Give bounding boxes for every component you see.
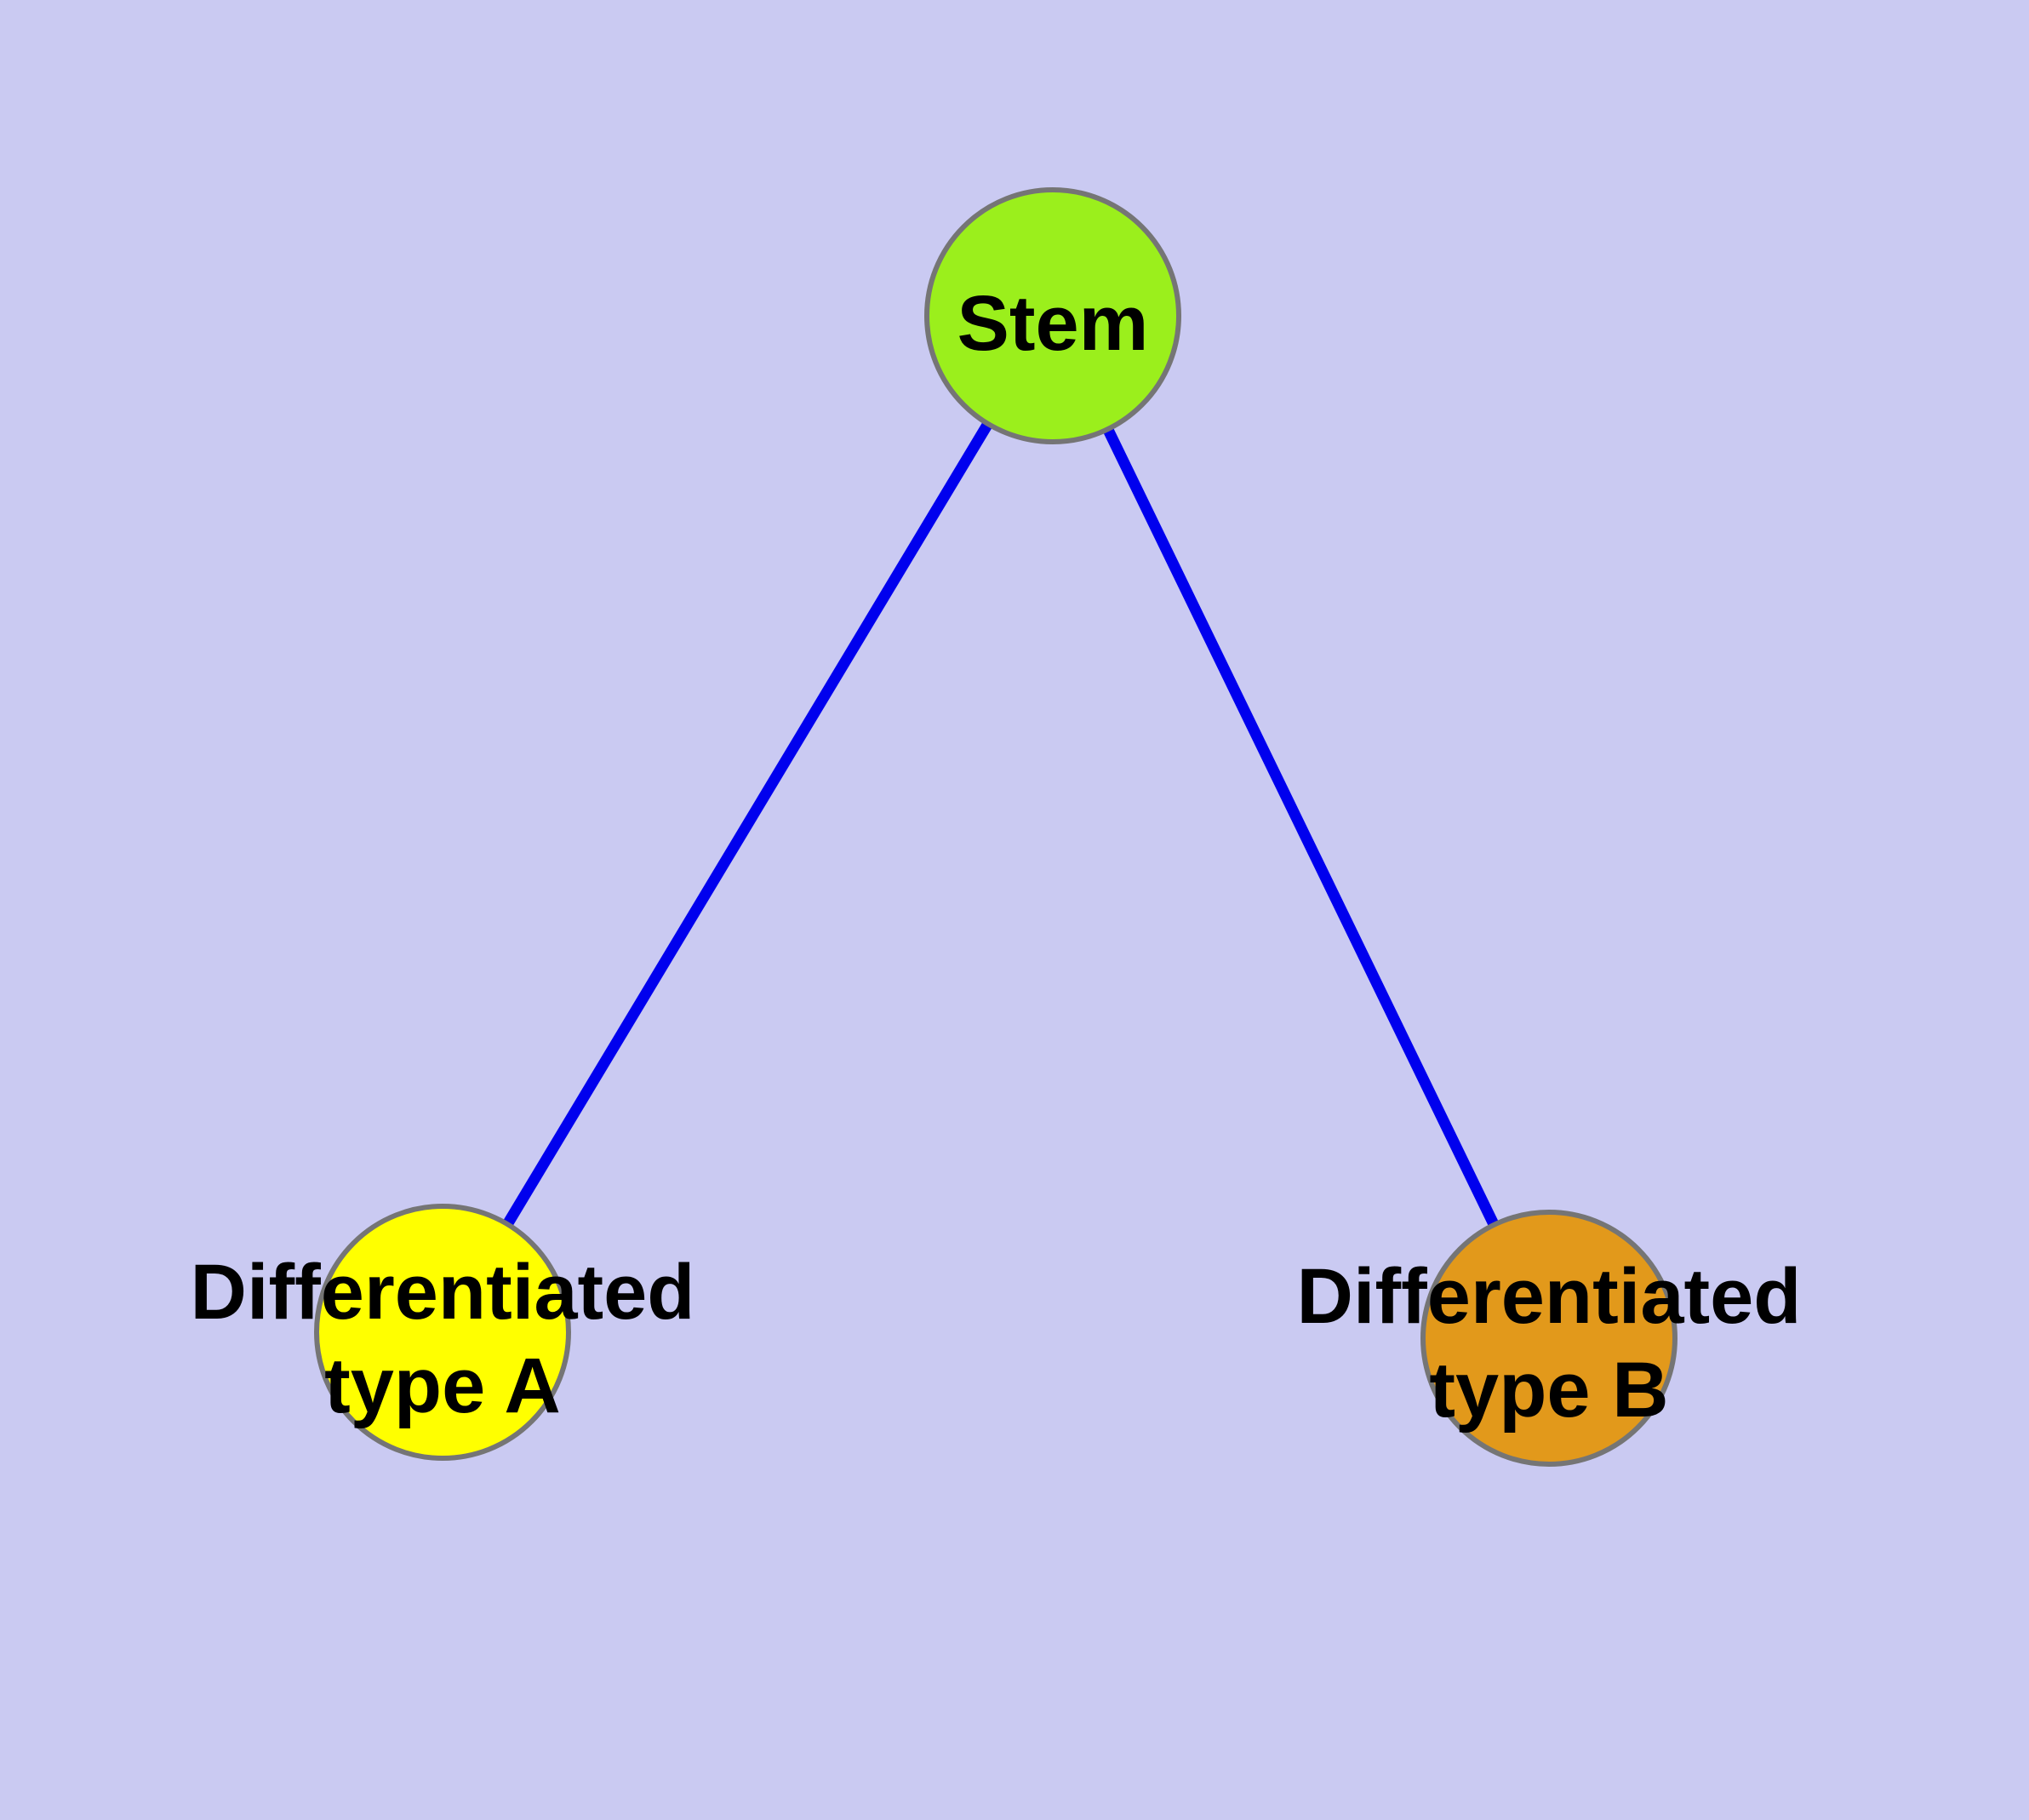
node-label-line: type B [1429,1347,1668,1434]
node-label-line: type A [324,1342,561,1429]
node-label-line: Differentiated [191,1249,695,1336]
node-label-stem: Stem [957,280,1149,367]
nodes-layer [314,187,1677,1467]
node-differentiated-type-b [1420,1210,1677,1467]
node-label-line: Stem [957,280,1149,367]
edges-layer [437,312,1554,1341]
edge-stem-to-differentiated-type-b [1048,313,1554,1341]
node-differentiated-type-a [314,1204,571,1461]
node-stem [924,187,1181,444]
edge-stem-to-differentiated-type-a [437,312,1058,1336]
node-label-line: Differentiated [1297,1253,1802,1340]
